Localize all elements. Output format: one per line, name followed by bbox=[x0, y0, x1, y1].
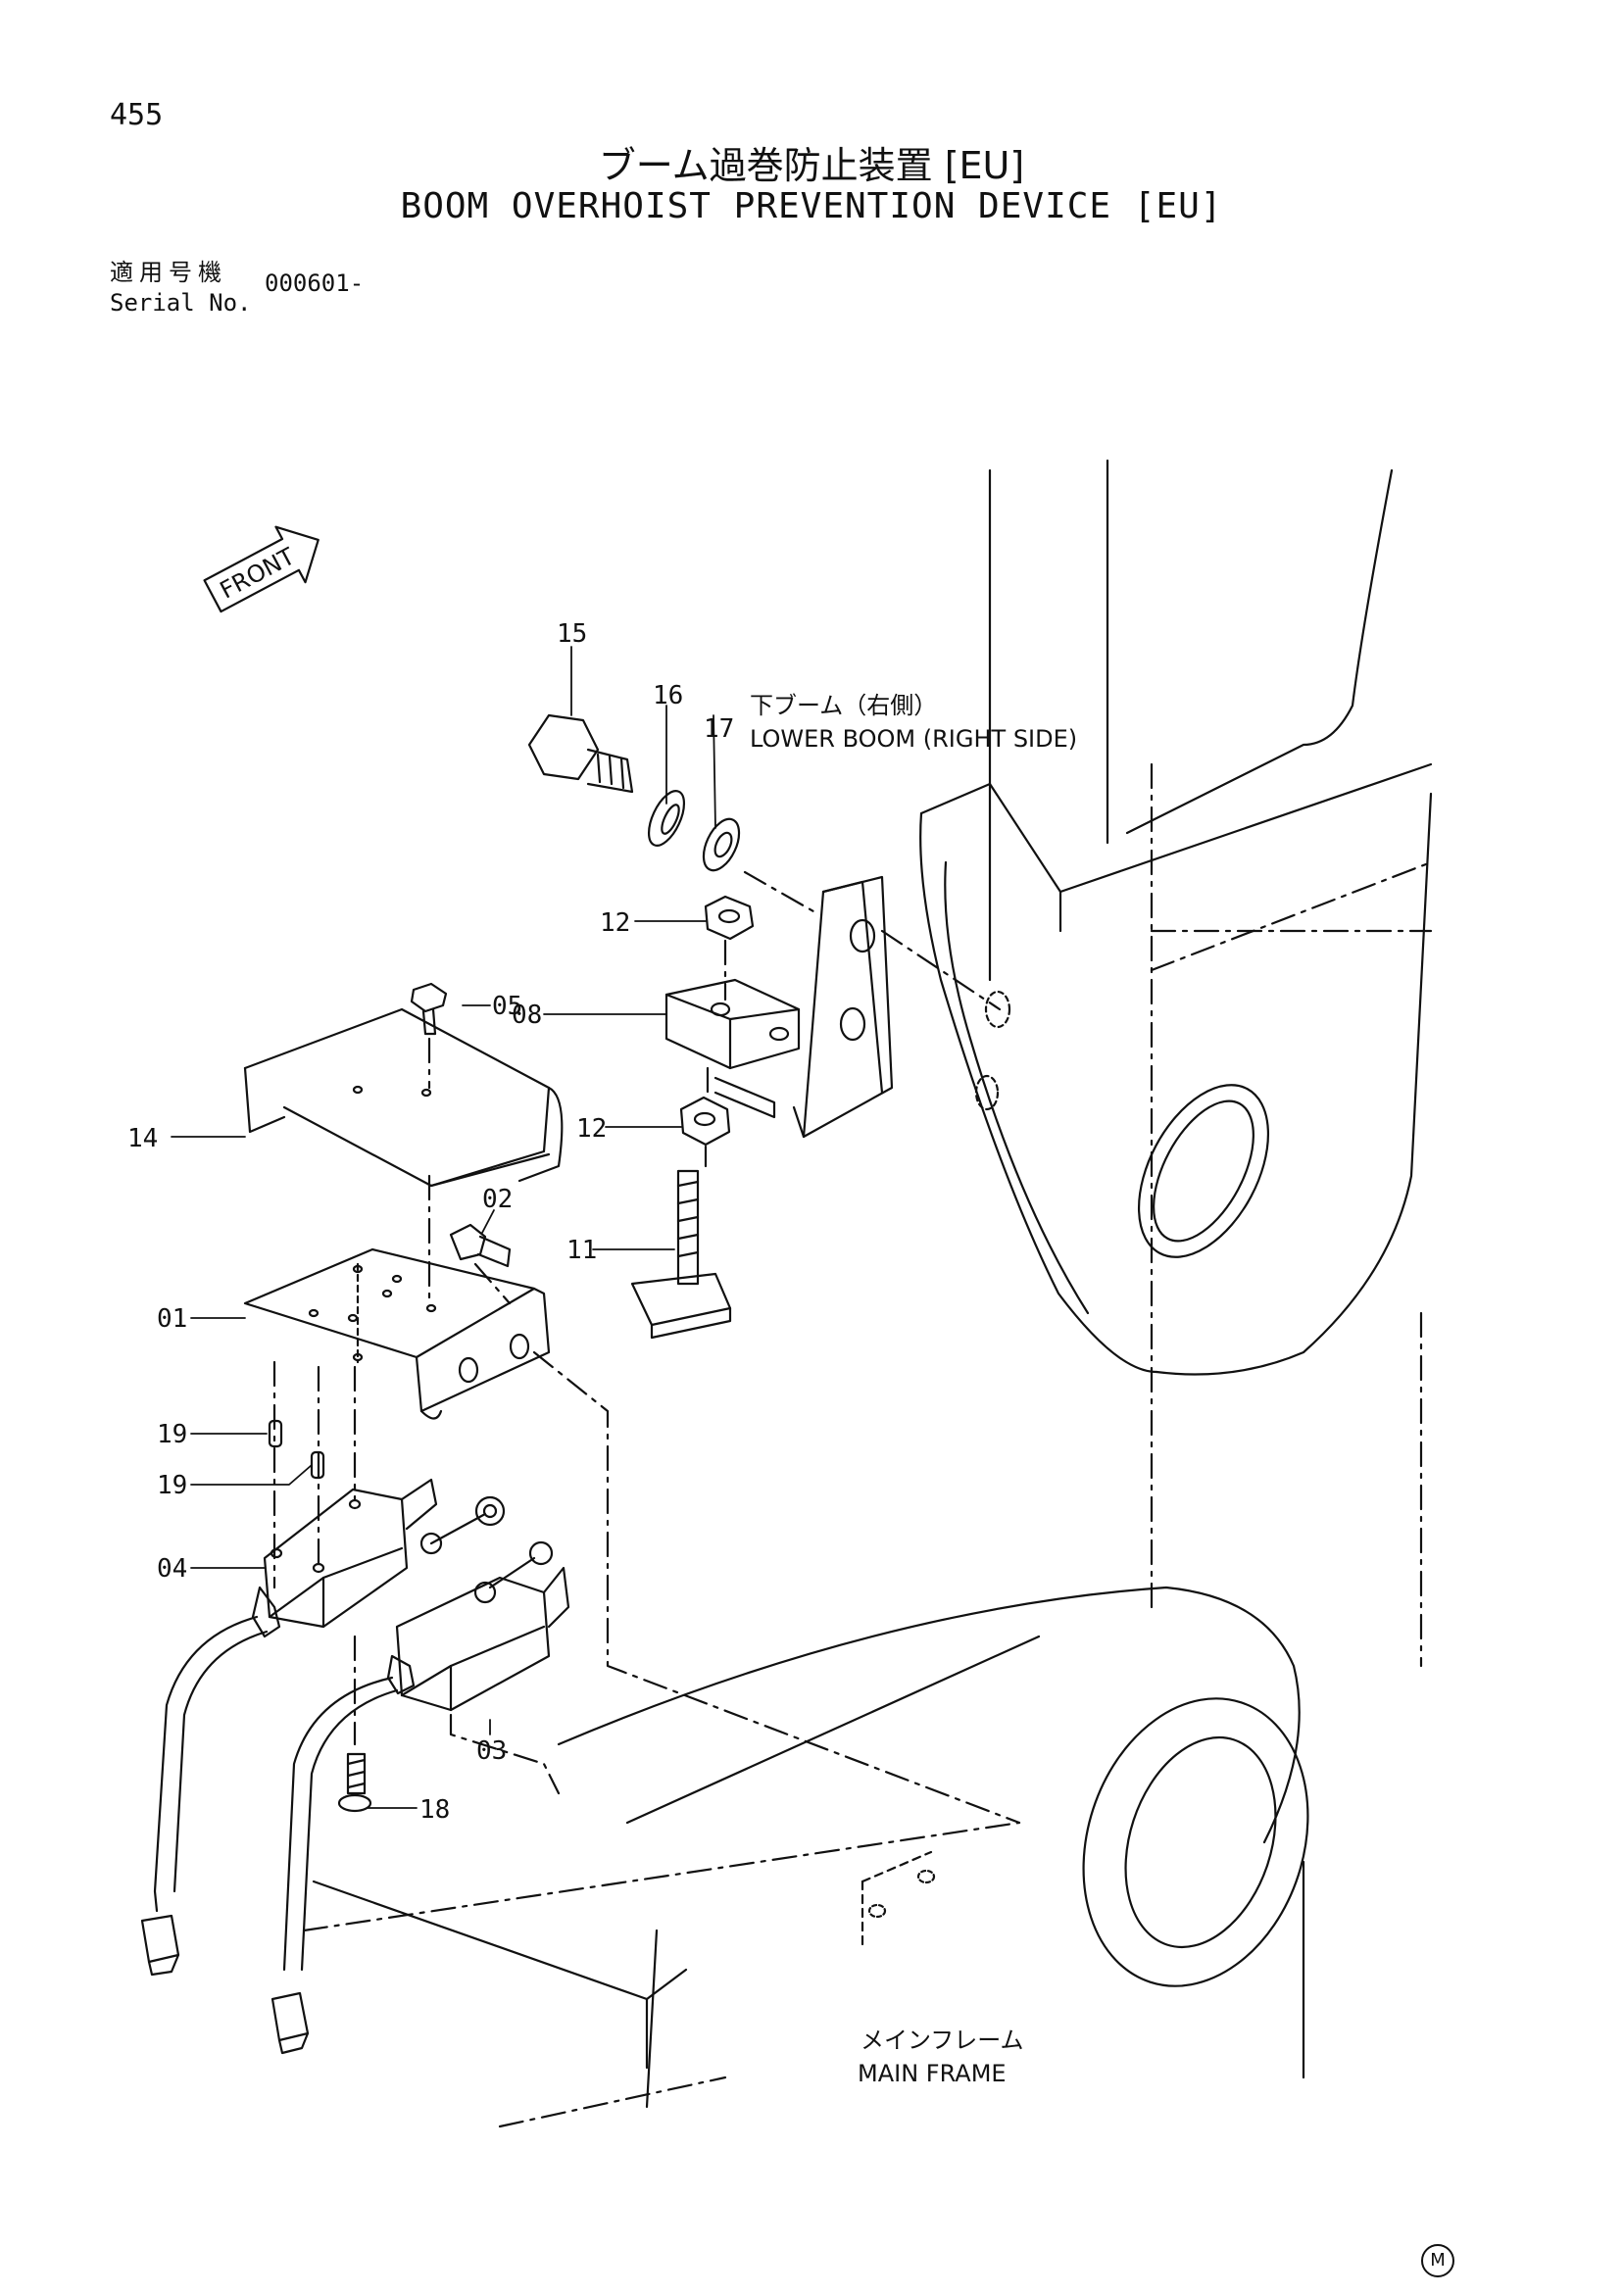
leader-lines bbox=[171, 646, 716, 1809]
mount-bracket-01 bbox=[243, 1247, 551, 1420]
connector-b bbox=[270, 1991, 310, 2055]
callout-02: 02 bbox=[482, 1185, 513, 1214]
page-title-jp: ブーム過巻防止装置 [EU] bbox=[598, 144, 1025, 187]
t-bolt-11 bbox=[630, 1169, 732, 1340]
bolt-02 bbox=[449, 1223, 512, 1268]
washer-17 bbox=[702, 817, 741, 872]
callout-08: 08 bbox=[512, 1001, 542, 1030]
cover-14 bbox=[243, 1007, 564, 1188]
callout-01: 01 bbox=[157, 1304, 187, 1334]
m-mark-icon: M bbox=[1421, 2244, 1454, 2277]
main-frame-label-jp: メインフレーム bbox=[861, 2027, 1024, 2054]
screw-05 bbox=[410, 982, 448, 1036]
main-frame-label-en: MAIN FRAME bbox=[858, 2060, 1007, 2087]
lower-boom-label-jp: 下ブーム（右側） bbox=[750, 692, 937, 719]
limit-switch-03 bbox=[386, 1540, 570, 1712]
snap-washer-16 bbox=[647, 790, 686, 847]
limit-switch-04 bbox=[251, 1478, 506, 1638]
callout-11: 11 bbox=[566, 1236, 597, 1265]
bracket-08 bbox=[664, 875, 894, 1139]
callout-12-upper: 12 bbox=[600, 908, 630, 938]
connector-a bbox=[140, 1914, 180, 1977]
nut-12-upper bbox=[704, 895, 755, 941]
lower-boom-label-en: LOWER BOOM (RIGHT SIDE) bbox=[750, 725, 1077, 753]
callout-19-b: 19 bbox=[157, 1471, 187, 1500]
callout-15: 15 bbox=[557, 619, 587, 649]
pin-19-a bbox=[268, 1419, 283, 1448]
main-frame-structure bbox=[302, 1586, 1309, 2128]
bolt-15 bbox=[527, 713, 634, 794]
callout-04: 04 bbox=[157, 1554, 187, 1584]
callout-19-a: 19 bbox=[157, 1420, 187, 1449]
callout-12-lower: 12 bbox=[576, 1114, 607, 1144]
callout-05: 05 bbox=[492, 992, 522, 1021]
callout-16: 16 bbox=[653, 681, 683, 710]
callout-17: 17 bbox=[704, 714, 734, 744]
callout-14: 14 bbox=[127, 1124, 158, 1153]
serial-value: 000601- bbox=[265, 269, 365, 297]
page-number: 455 bbox=[110, 98, 164, 132]
front-arrow-icon: FRONT bbox=[203, 525, 320, 613]
callout-03: 03 bbox=[476, 1736, 507, 1766]
serial-label-en: Serial No. bbox=[110, 289, 252, 317]
bolt-18 bbox=[337, 1752, 372, 1813]
callout-18: 18 bbox=[419, 1795, 450, 1825]
nut-12-lower bbox=[679, 1096, 731, 1147]
serial-label-jp: 適用号機 bbox=[110, 259, 227, 286]
page-title-en: BOOM OVERHOIST PREVENTION DEVICE [EU] bbox=[400, 186, 1223, 226]
lower-boom-structure bbox=[919, 459, 1433, 1668]
